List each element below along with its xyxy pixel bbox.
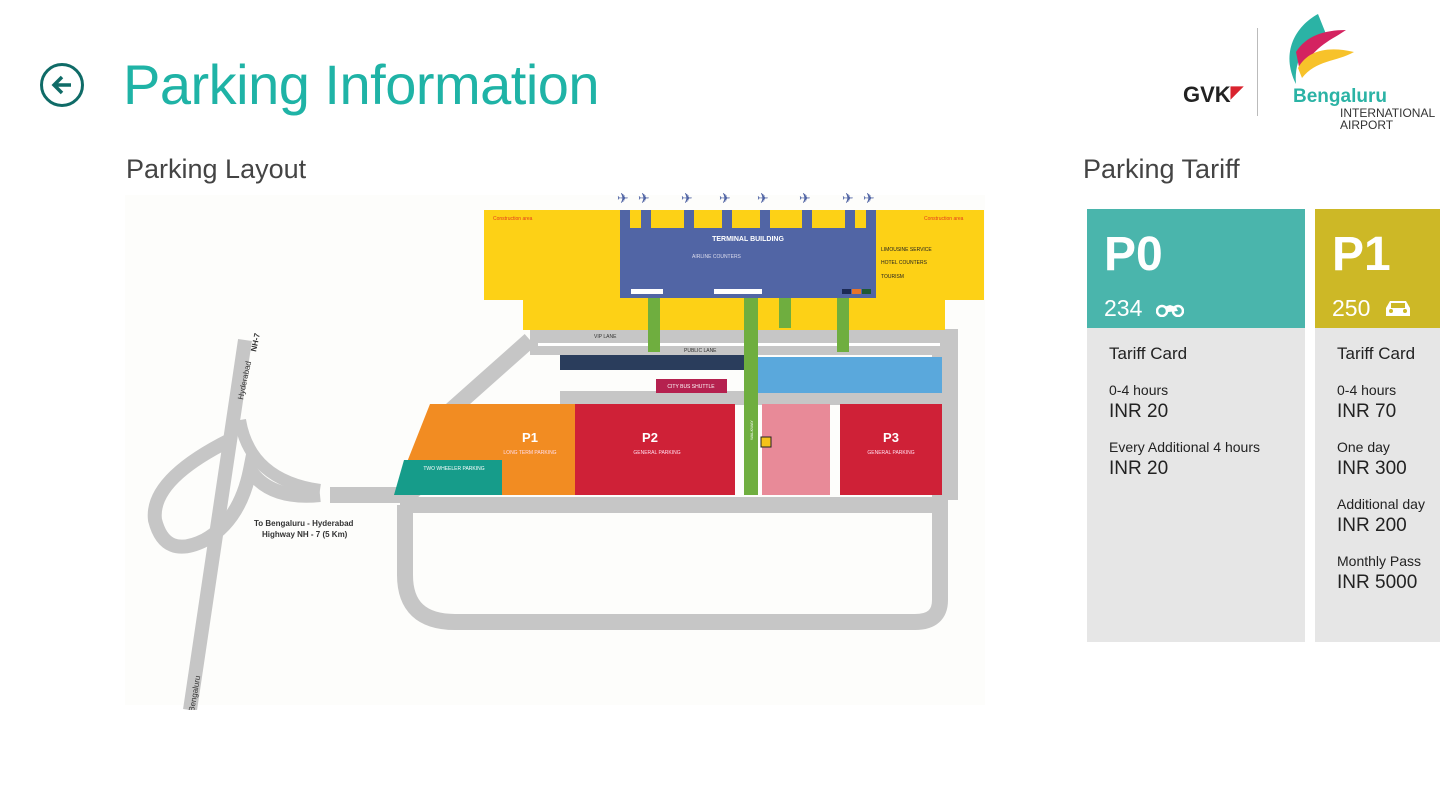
svg-text:TOURISM: TOURISM [881, 274, 904, 280]
parking-map[interactable]: Construction area Construction area ✈✈✈✈… [125, 185, 990, 710]
svg-text:P3: P3 [883, 430, 899, 445]
car-icon [1386, 300, 1411, 316]
svg-text:✈: ✈ [757, 190, 769, 206]
rate-label: 0-4 hours [1337, 382, 1397, 398]
svg-text:AIRLINE COUNTERS: AIRLINE COUNTERS [692, 254, 742, 260]
svg-text:Construction area: Construction area [493, 216, 533, 222]
back-button[interactable] [40, 63, 84, 107]
svg-text:PUBLIC LANE: PUBLIC LANE [684, 348, 717, 354]
svg-text:LONG TERM PARKING: LONG TERM PARKING [503, 450, 556, 456]
svg-text:CITY BUS SHUTTLE: CITY BUS SHUTTLE [667, 384, 715, 390]
pink-zone [762, 404, 830, 495]
rate-label: Every Additional 4 hours [1109, 439, 1260, 455]
plane-icons: ✈ ✈ ✈ ✈ ✈ ✈ ✈ ✈ [617, 190, 875, 206]
page-title: Parking Information [123, 53, 600, 116]
svg-text:✈: ✈ [617, 190, 629, 206]
rate-value: INR 70 [1337, 401, 1397, 422]
zone-code: P0 [1104, 228, 1163, 281]
zone-code: P1 [1332, 228, 1391, 281]
svg-text:P2: P2 [642, 430, 658, 445]
p2-zone [575, 404, 735, 495]
svg-text:VIP LANE: VIP LANE [594, 334, 617, 340]
svg-text:✈: ✈ [842, 190, 854, 206]
walkways [648, 298, 849, 495]
rate-label: 0-4 hours [1109, 382, 1169, 398]
card-header: P0 234 [1087, 209, 1305, 328]
rate-value: INR 5000 [1337, 572, 1418, 593]
svg-text:P1: P1 [522, 430, 538, 445]
svg-text:WALKWAY: WALKWAY [749, 420, 754, 440]
svg-text:✈: ✈ [719, 190, 731, 206]
parking-tariff-heading: Parking Tariff [1083, 154, 1240, 184]
rate-value: INR 20 [1109, 458, 1169, 479]
rate-value: INR 300 [1337, 458, 1407, 479]
svg-text:TWO WHEELER PARKING: TWO WHEELER PARKING [423, 466, 484, 472]
svg-text:TERMINAL BUILDING: TERMINAL BUILDING [712, 236, 784, 243]
loop-road [397, 497, 948, 630]
rate-label: Monthly Pass [1337, 553, 1422, 569]
city-bus-shuttle [656, 379, 727, 393]
tariff-card-p0[interactable]: P0 234 Tariff Card 0-4 hours INR 20 Ever… [1087, 209, 1305, 642]
logo-divider [1257, 28, 1258, 116]
capacity-count: 250 [1332, 295, 1371, 321]
gvk-logo: GVK◤ [1183, 82, 1243, 107]
svg-text:Highway NH - 7 (5 Km): Highway NH - 7 (5 Km) [262, 530, 348, 539]
tariff-card-title: Tariff Card [1337, 344, 1416, 363]
tariff-card-title: Tariff Card [1109, 344, 1188, 363]
svg-text:HOTEL COUNTERS: HOTEL COUNTERS [881, 260, 928, 266]
lightblue-area [758, 357, 942, 393]
rate-label: Additional day [1337, 496, 1425, 512]
parking-layout-heading: Parking Layout [126, 154, 307, 184]
navy-bar [560, 355, 746, 370]
svg-text:GENERAL PARKING: GENERAL PARKING [867, 450, 914, 456]
two-wheeler-zone [394, 460, 502, 495]
capacity-count: 234 [1104, 295, 1143, 321]
lane-road [530, 329, 958, 500]
airport-bird-icon [1289, 14, 1354, 84]
rate-label: One day [1337, 439, 1390, 455]
tariff-card-p1[interactable]: P1 250 Tariff Card 0-4 hours INR 70 One … [1315, 209, 1440, 642]
terminal-building [620, 210, 876, 298]
arrow-left-icon [51, 75, 71, 95]
svg-text:✈: ✈ [638, 190, 650, 206]
interchange-loop [147, 433, 321, 554]
rate-value: INR 20 [1109, 401, 1169, 422]
svg-text:✈: ✈ [799, 190, 811, 206]
svg-text:✈: ✈ [681, 190, 693, 206]
card-header: P1 250 [1315, 209, 1440, 328]
taxi-icon [760, 436, 772, 448]
rate-value: INR 200 [1337, 515, 1407, 536]
p3-zone [840, 404, 942, 495]
svg-text:GENERAL PARKING: GENERAL PARKING [633, 450, 680, 456]
svg-text:LIMOUSINE SERVICE: LIMOUSINE SERVICE [881, 247, 932, 253]
svg-text:To Bengaluru - Hyderabad: To Bengaluru - Hyderabad [254, 519, 354, 528]
svg-text:Construction area: Construction area [924, 216, 964, 222]
svg-text:✈: ✈ [863, 190, 875, 206]
motorcycle-icon [1156, 304, 1185, 317]
svg-text:NH-7: NH-7 [249, 332, 262, 353]
